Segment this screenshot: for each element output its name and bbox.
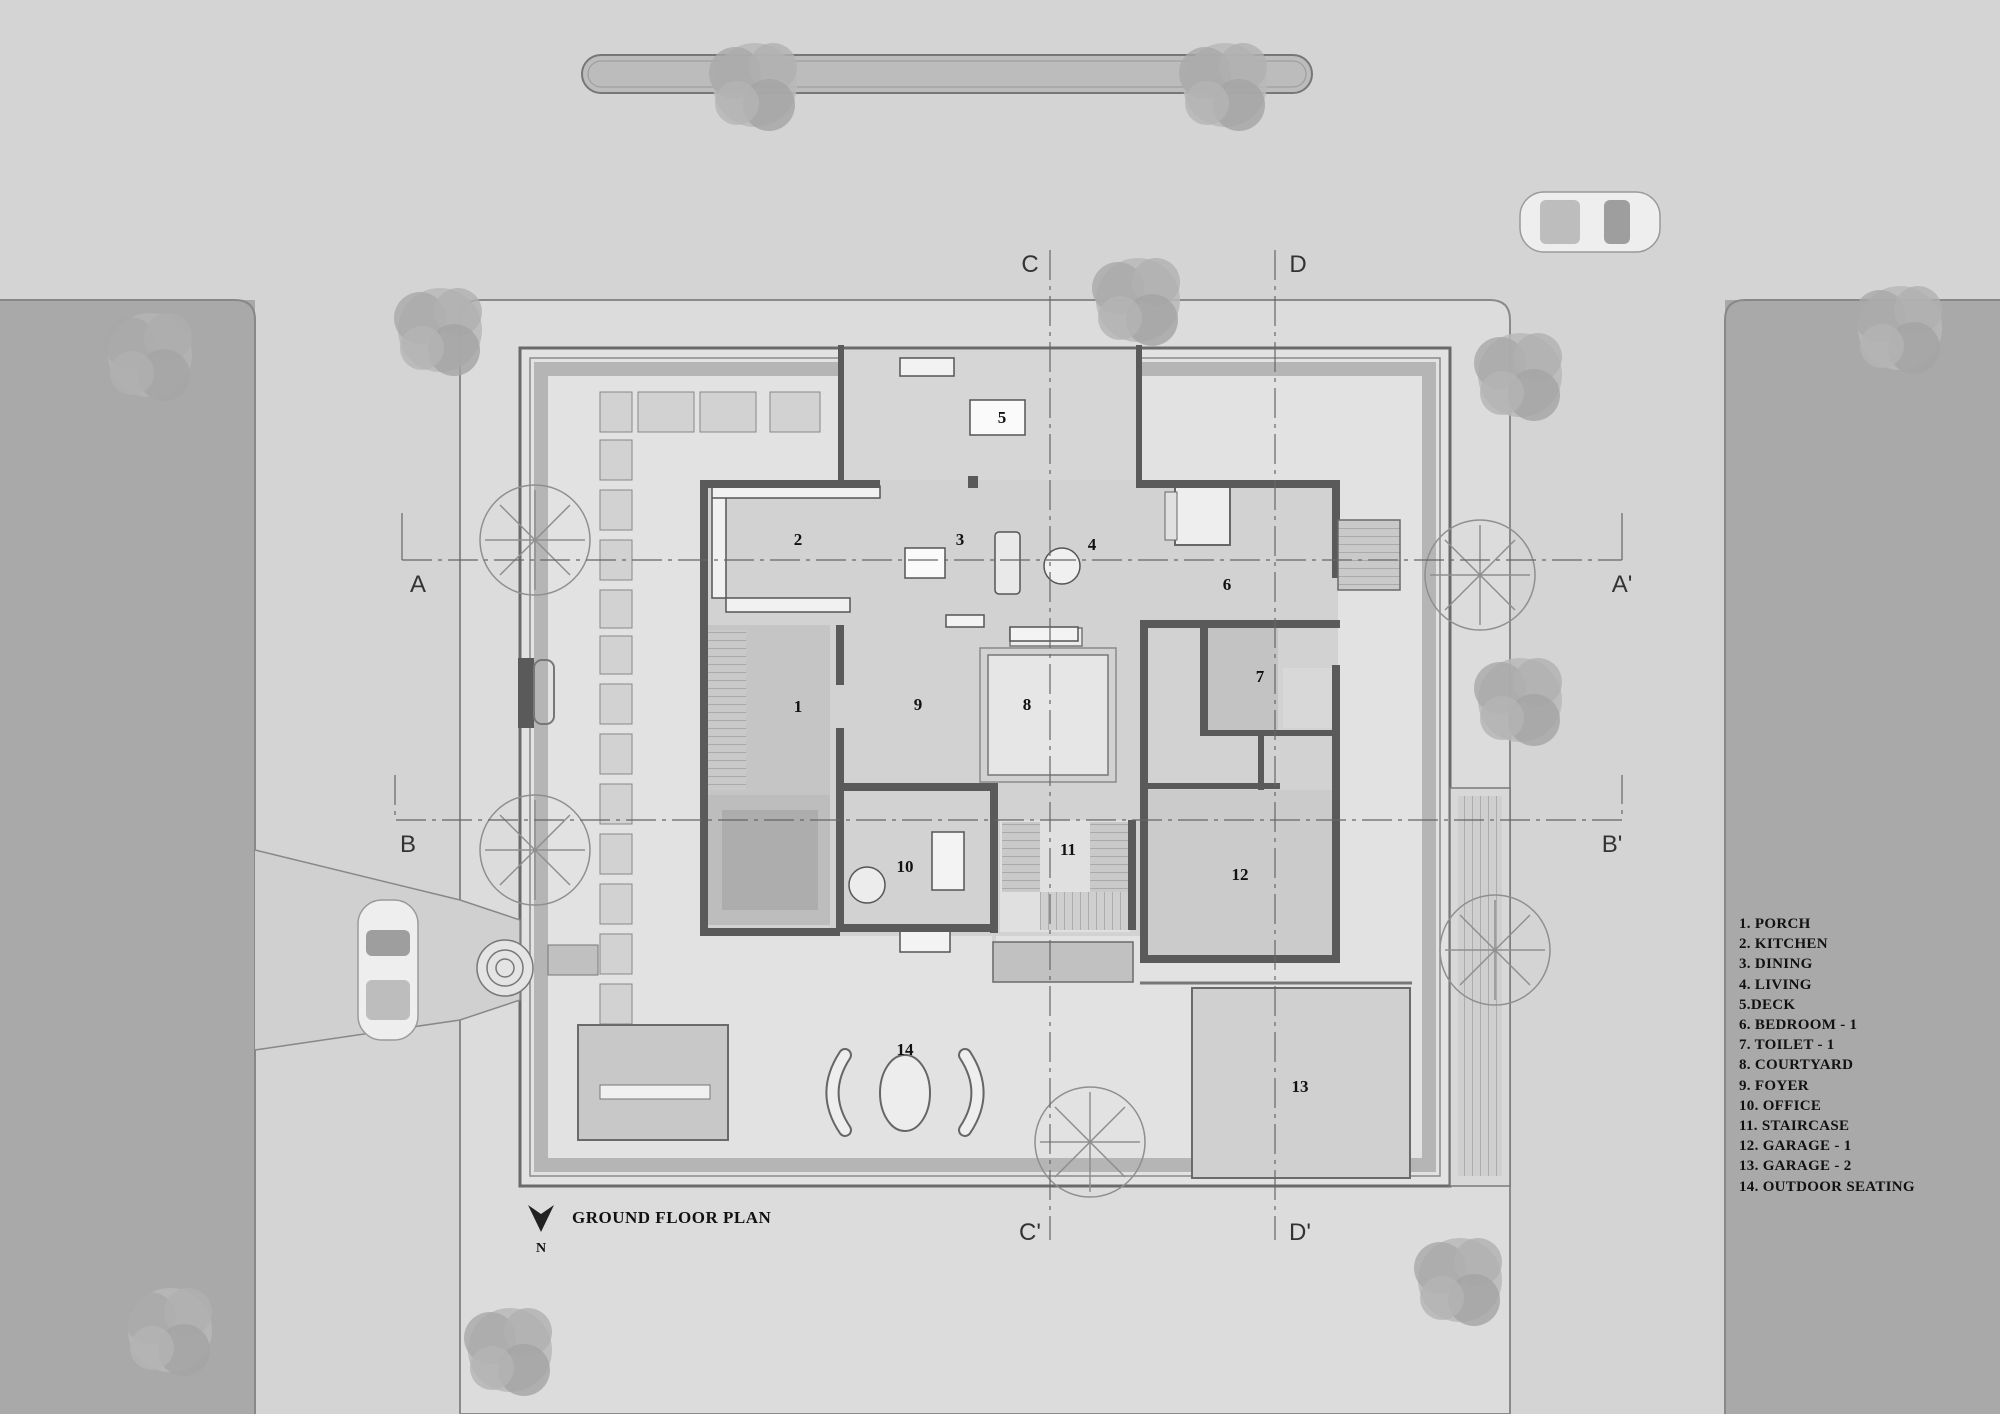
legend-item: 1. PORCH	[1739, 916, 1811, 932]
legend-item: 8. COURTYARD	[1739, 1057, 1854, 1074]
room-numbers: 1 2 3 4 5 6 7 8 9 10 11 12 13 14	[794, 408, 1309, 1096]
section-lines	[394, 250, 1623, 1240]
room-number-garage-1: 12	[1232, 865, 1249, 884]
room-legend: 1. PORCH 2. KITCHEN 3. DINING 4. LIVING …	[1739, 914, 1915, 1197]
legend-item: 12. GARAGE - 1	[1739, 1138, 1852, 1155]
room-number-dining: 3	[956, 530, 965, 549]
section-label-d-prime: D'	[1289, 1219, 1311, 1246]
section-label-a-prime: A'	[1612, 571, 1633, 598]
room-number-kitchen: 2	[794, 530, 803, 549]
section-label-b: B	[400, 831, 416, 858]
room-number-foyer: 9	[914, 695, 923, 714]
legend-item: 7. TOILET - 1	[1739, 1037, 1835, 1054]
room-number-outdoor-seating: 14	[897, 1040, 915, 1059]
north-label: N	[536, 1241, 546, 1256]
room-number-garage-2: 13	[1292, 1077, 1309, 1096]
plan-title: GROUND FLOOR PLAN	[572, 1208, 772, 1227]
room-number-courtyard: 8	[1023, 695, 1032, 714]
room-number-office: 10	[897, 857, 914, 876]
legend-item: 2. KITCHEN	[1739, 936, 1828, 953]
legend-item: 6. BEDROOM - 1	[1739, 1017, 1858, 1034]
room-number-deck: 5	[998, 408, 1007, 427]
legend-item: 14. OUTDOOR SEATING	[1739, 1178, 1915, 1195]
legend-item: 11. STAIRCASE	[1739, 1118, 1850, 1135]
right-road	[1725, 300, 2000, 1414]
section-label-b-prime: B'	[1602, 831, 1623, 858]
building	[700, 345, 1401, 983]
room-number-staircase: 11	[1060, 840, 1076, 859]
legend-item: 4. LIVING	[1739, 976, 1812, 993]
tree-icon	[1179, 43, 1267, 131]
garage-2-floor	[1191, 987, 1411, 1179]
room-number-toilet: 7	[1256, 667, 1265, 686]
section-label-c-prime: C'	[1019, 1219, 1041, 1246]
legend-item: 5.DECK	[1739, 996, 1796, 1013]
legend-item: 3. DINING	[1739, 956, 1813, 973]
room-number-porch: 1	[794, 697, 803, 716]
section-label-c: C	[1021, 251, 1038, 278]
section-label-a: A	[410, 571, 426, 598]
legend-item: 13. GARAGE - 2	[1739, 1158, 1852, 1175]
legend-item: 9. FOYER	[1739, 1077, 1809, 1094]
room-number-bedroom: 6	[1223, 575, 1232, 594]
legend-item: 10. OFFICE	[1739, 1097, 1822, 1114]
left-road	[0, 300, 255, 1414]
section-label-d: D	[1289, 251, 1306, 278]
outdoor-seating-furniture	[547, 944, 985, 1141]
north-arrow-icon	[528, 1205, 554, 1232]
room-number-living: 4	[1088, 535, 1097, 554]
